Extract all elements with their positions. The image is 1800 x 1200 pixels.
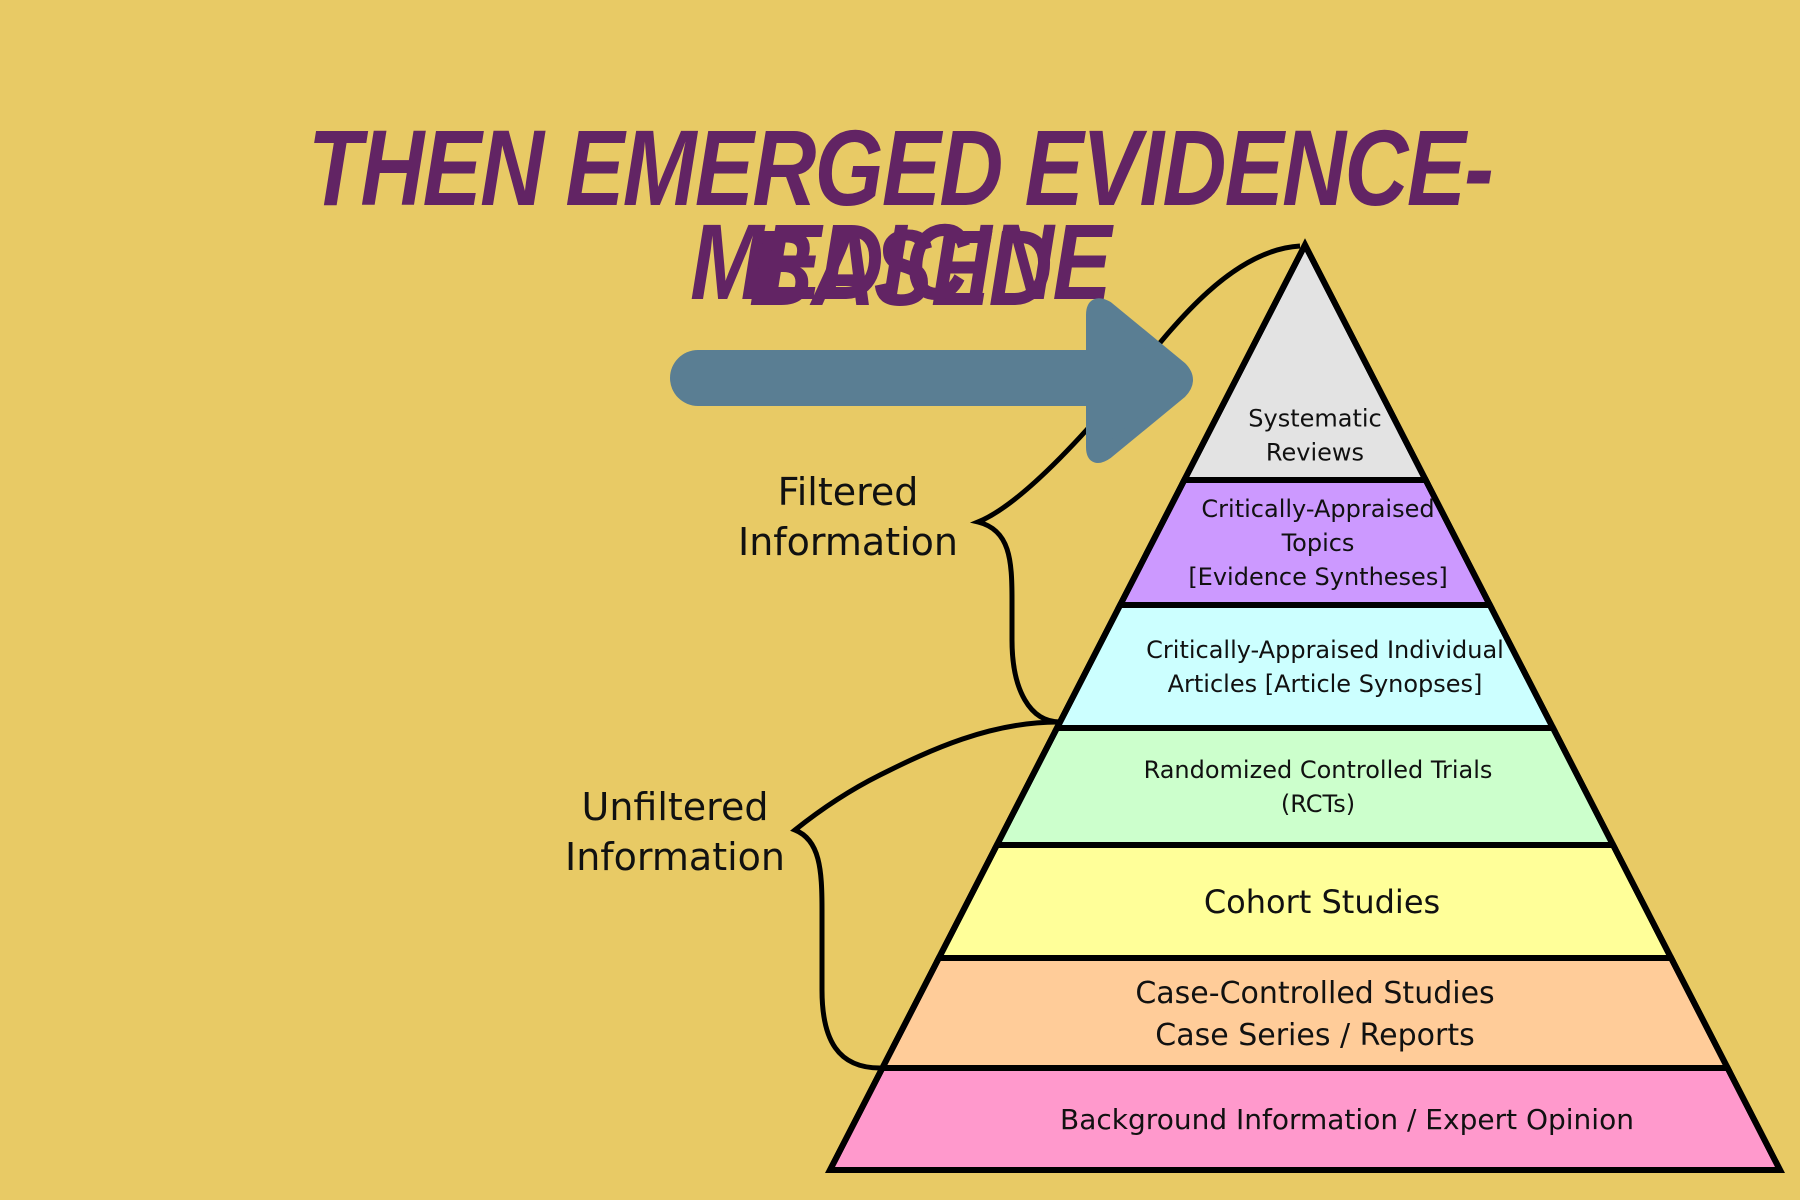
- pyramid-outline: [825, 238, 1785, 1173]
- unfiltered-information-label: Information: [565, 835, 785, 879]
- pyramid-level-6-label: Case Series / Reports: [1155, 1018, 1474, 1053]
- pyramid-level-2-label: [Evidence Syntheses]: [1188, 563, 1447, 591]
- pyramid-level-4-label: (RCTs): [1281, 790, 1355, 818]
- right-arrow-icon: [670, 298, 1193, 463]
- pyramid-level-4: [991, 725, 1619, 848]
- filtered-information-label: Information: [738, 520, 958, 564]
- pyramid-level-1-label: Reviews: [1266, 439, 1364, 467]
- pyramid-level-2-label: Topics: [1281, 529, 1355, 557]
- filtered-information-label: Filtered: [778, 470, 919, 514]
- unfiltered-bracket: [790, 719, 1059, 1071]
- pyramid-level-6-label: Case-Controlled Studies: [1135, 976, 1494, 1011]
- pyramid-level-4-label: Randomized Controlled Trials: [1144, 756, 1493, 784]
- unfiltered-information-label: Unfiltered: [582, 785, 769, 829]
- pyramid-level-3-label: Articles [Article Synopses]: [1168, 670, 1483, 698]
- pyramid-level-3: [1052, 602, 1558, 731]
- pyramid-level-2-label: Critically-Appraised: [1201, 495, 1434, 523]
- pyramid-level-1-label: Systematic: [1248, 405, 1381, 433]
- filtered-bracket: [969, 243, 1301, 725]
- title-line-1: THEN EMERGED EVIDENCE-BASED: [307, 107, 1494, 328]
- pyramid-level-5-label: Cohort Studies: [1204, 883, 1440, 921]
- pyramid-level-7-label: Background Information / Expert Opinion: [1060, 1103, 1634, 1136]
- pyramid-level-3-label: Critically-Appraised Individual: [1146, 636, 1504, 664]
- title-line-2: MEDICINE: [690, 201, 1112, 322]
